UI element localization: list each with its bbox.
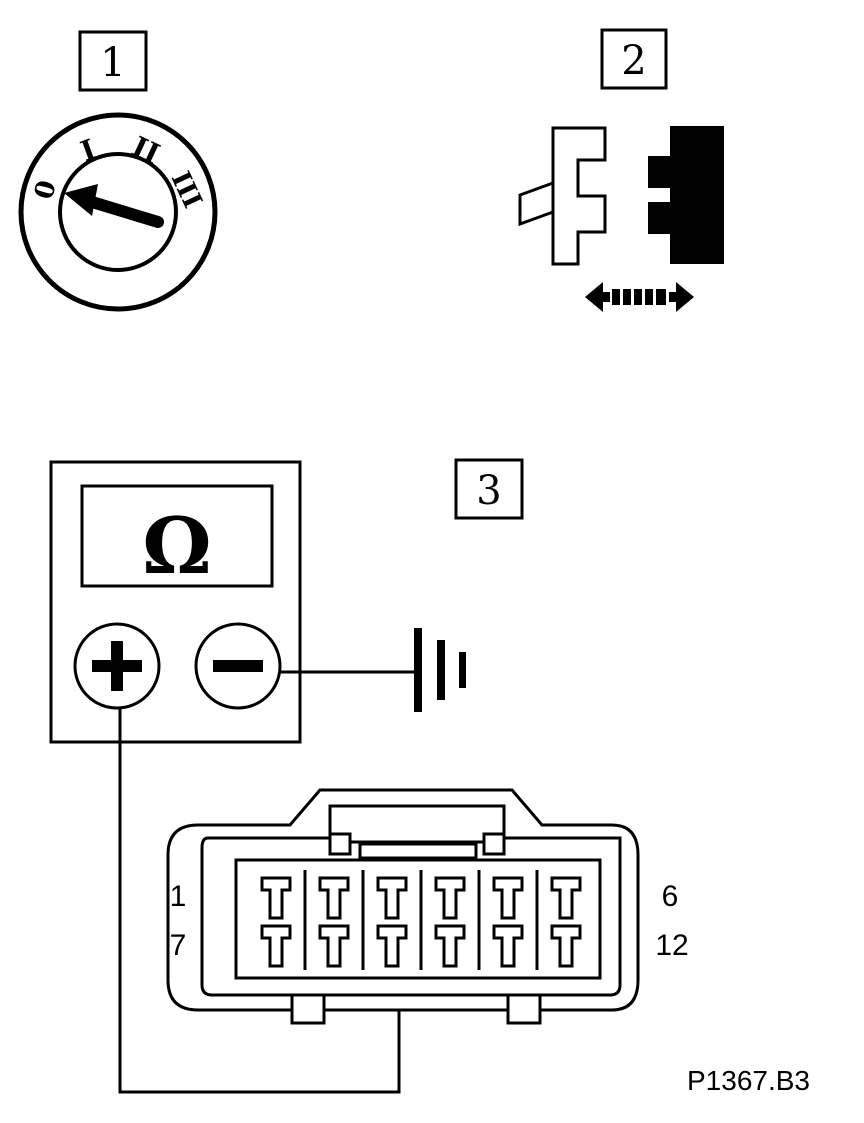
- step-2-marker: 2: [600, 28, 668, 90]
- connector-disconnect-icon: [518, 126, 724, 312]
- connector-pin-7: [260, 924, 292, 968]
- step-2-number: 2: [621, 38, 646, 84]
- connector-pins: [260, 870, 582, 970]
- connector-12-pin: [166, 788, 640, 1025]
- connector-pin-2: [318, 876, 350, 920]
- pin-label-12: 12: [655, 929, 688, 962]
- ohm-symbol: Ω: [142, 501, 211, 592]
- connector-pin-11: [492, 924, 524, 968]
- connector-pin-12: [550, 924, 582, 968]
- ignition-switch-icon: 0 I II III: [18, 112, 218, 312]
- reference-code: P1367.B3: [687, 1065, 810, 1096]
- key-arrow-icon: [64, 184, 164, 228]
- negative-terminal-icon: [194, 622, 282, 710]
- connector-pin-10: [434, 924, 466, 968]
- double-arrow-icon: [585, 282, 694, 312]
- connector-pin-6: [550, 876, 582, 920]
- step-1-marker: 1: [78, 30, 148, 92]
- positive-terminal-icon: [73, 622, 161, 710]
- connector-pin-5: [492, 876, 524, 920]
- connector-pin-1: [260, 876, 292, 920]
- step-3-marker: 3: [454, 458, 524, 520]
- ground-symbol-icon: [280, 628, 466, 712]
- connector-pin-8: [318, 924, 350, 968]
- connector-pin-9: [376, 924, 408, 968]
- meter-display: [80, 484, 274, 588]
- step-1-number: 1: [100, 40, 125, 86]
- pin-label-1: 1: [170, 880, 187, 913]
- connector-pin-3: [376, 876, 408, 920]
- connector-pin-4: [434, 876, 466, 920]
- pin-label-6: 6: [662, 880, 679, 913]
- ohmmeter-icon: Ω: [49, 460, 302, 744]
- probe-wire: [118, 708, 401, 1094]
- step-3-number: 3: [476, 468, 501, 514]
- pin-label-7: 7: [170, 929, 187, 962]
